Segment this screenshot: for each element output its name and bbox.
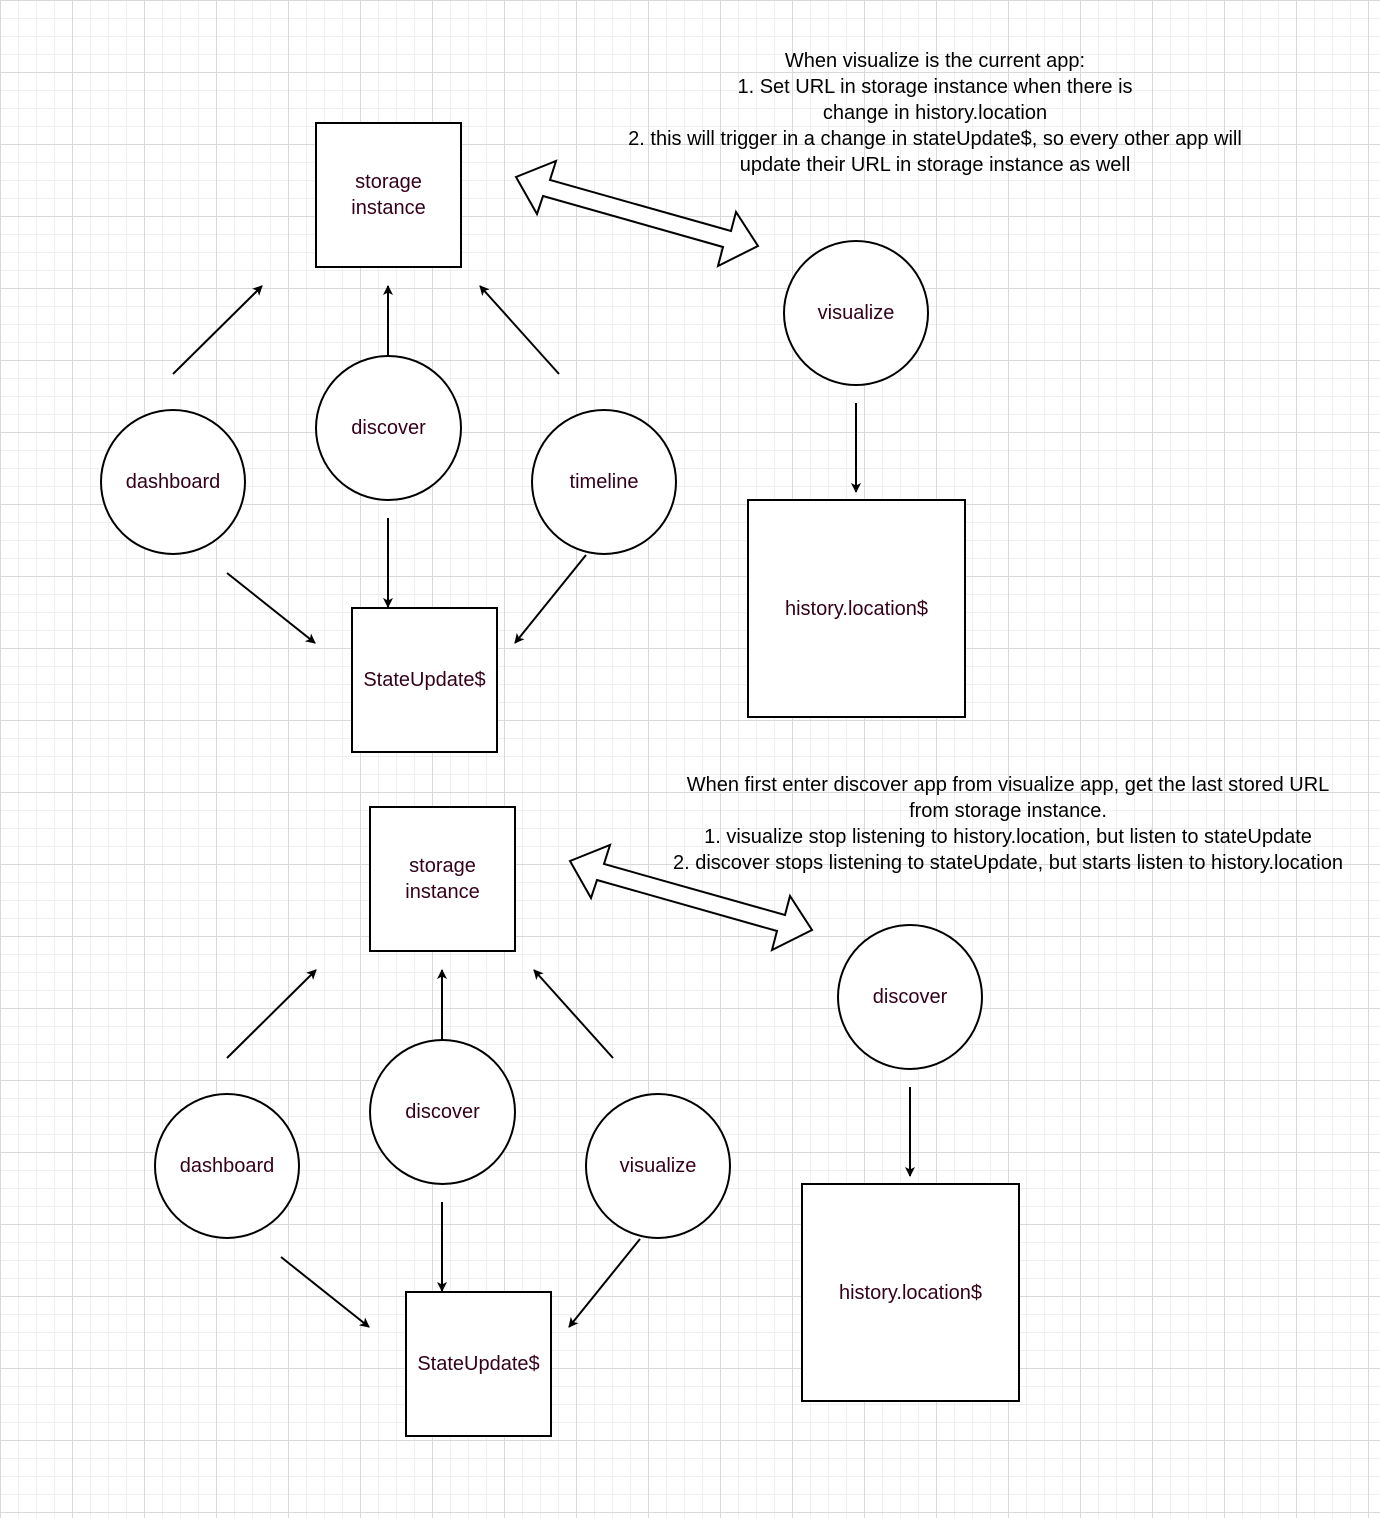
bottom-visualize-node: visualize (585, 1093, 731, 1239)
bottom-dashboard-node: dashboard (154, 1093, 300, 1239)
top-note-line: 2. this will trigger in a change in stat… (628, 128, 1242, 150)
bottom-explanation-note: When first enter discover app from visua… (640, 772, 1376, 876)
top-discover-node: discover (315, 355, 462, 501)
bottom-history-location-label: history.location$ (838, 1281, 983, 1304)
top-note-line: 1. Set URL in storage instance when ther… (737, 76, 1133, 98)
arrow-bottom-visualize-to-storage (533, 969, 614, 1059)
arrow-top-dashboard-to-stateupdate (226, 572, 316, 644)
bottom-discover-label: discover (405, 1101, 480, 1123)
arrow-bottom-dashboard-to-stateupdate (280, 1256, 370, 1328)
top-stateupdate-label: StateUpdate$ (363, 669, 486, 691)
top-visualize-node: visualize (783, 240, 929, 386)
bottom-storage-instance-box: storage instance (369, 806, 516, 952)
bottom-stateupdate-box: StateUpdate$ (405, 1291, 552, 1437)
top-history-location-box: history.location$ (747, 499, 966, 718)
bottom-discover-node: discover (369, 1039, 516, 1185)
bottom-note-line: 1. visualize stop listening to history.l… (704, 826, 1312, 848)
top-history-location-label: history.location$ (784, 597, 929, 620)
bottom-history-location-box: history.location$ (801, 1183, 1020, 1402)
bottom-note-line: from storage instance. (909, 800, 1107, 822)
top-note-line: When visualize is the current app: (784, 50, 1086, 72)
top-note-line: change in history.location (822, 102, 1048, 124)
top-dashboard-node: dashboard (100, 409, 246, 555)
bottom-visualize-label: visualize (619, 1155, 697, 1177)
bottom-stateupdate-label: StateUpdate$ (417, 1353, 540, 1375)
arrow-top-timeline-to-storage (479, 285, 560, 375)
arrow-bottom-dashboard-to-storage (226, 969, 317, 1059)
bottom-note-line: 2. discover stops listening to stateUpda… (673, 852, 1343, 874)
arrow-top-dashboard-to-storage (172, 285, 263, 375)
arrow-top-timeline-to-stateupdate (514, 554, 587, 644)
bottom-discover-current-label: discover (872, 986, 948, 1008)
top-timeline-node: timeline (531, 409, 677, 555)
bottom-dashboard-label: dashboard (179, 1155, 275, 1177)
bottom-storage-instance-label: storage instance (405, 855, 480, 903)
top-timeline-label: timeline (569, 471, 639, 493)
top-storage-instance-box: storage instance (315, 122, 462, 268)
top-dashboard-label: dashboard (125, 471, 221, 493)
top-explanation-note: When visualize is the current app: 1. Se… (600, 48, 1270, 178)
bottom-discover-current-node: discover (837, 924, 983, 1070)
double-arrow-bottom-storage-discover (568, 843, 814, 952)
arrow-bottom-visualize-to-stateupdate (568, 1238, 641, 1328)
bottom-note-line: When first enter discover app from visua… (686, 774, 1330, 796)
top-discover-label: discover (351, 417, 426, 439)
top-stateupdate-box: StateUpdate$ (351, 607, 498, 753)
top-visualize-label: visualize (817, 302, 895, 324)
double-arrow-top-storage-visualize (514, 159, 760, 268)
top-note-line: update their URL in storage instance as … (739, 154, 1131, 176)
top-storage-instance-label: storage instance (351, 171, 426, 219)
